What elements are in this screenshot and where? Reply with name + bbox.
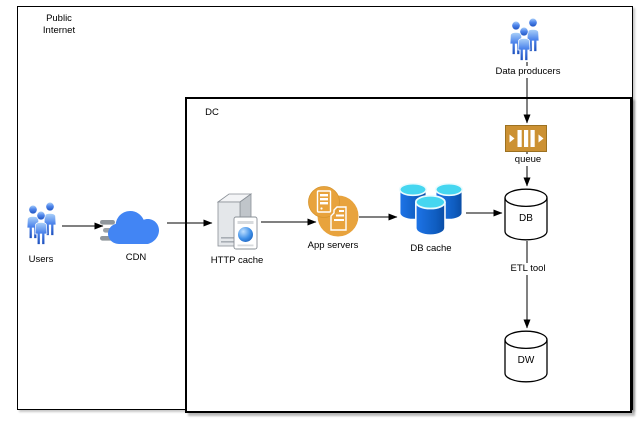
db-label: DB — [519, 213, 533, 224]
db-node: DB — [504, 188, 548, 241]
db-cache-label: DB cache — [410, 243, 452, 254]
triple-db-cylinder-icon — [398, 182, 464, 237]
http-cache-label: HTTP cache — [210, 255, 264, 266]
dw-label: DW — [517, 355, 535, 366]
message-queue-icon — [505, 125, 547, 152]
dc-boundary — [185, 97, 632, 413]
cdn-label: CDN — [125, 252, 147, 263]
server-3d-icon — [216, 193, 258, 250]
public-internet-label: Public Internet — [42, 13, 76, 36]
dc-label: DC — [205, 107, 219, 118]
users-group-icon — [26, 202, 60, 246]
dw-node: DW — [504, 330, 548, 383]
database-cylinder-icon — [504, 330, 548, 383]
queue-label: queue — [508, 154, 548, 166]
database-cylinder-icon — [504, 188, 548, 241]
app-servers-circle-icon — [308, 186, 359, 237]
app-servers-label: App servers — [307, 240, 359, 251]
etl-tool-edge-label: ETL tool — [504, 263, 552, 275]
users-label: Users — [28, 254, 54, 265]
cloud-icon — [100, 211, 159, 244]
users-group-icon — [509, 18, 543, 62]
data-producers-label: Data producers — [491, 66, 565, 78]
